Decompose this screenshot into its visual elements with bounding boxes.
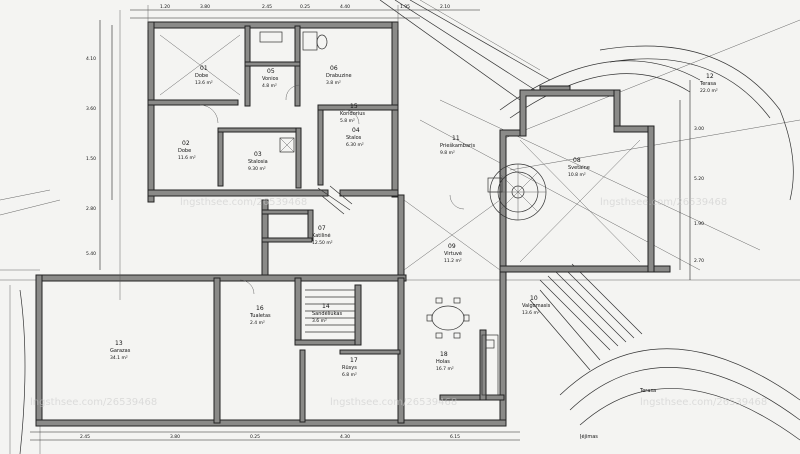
dim-bottom: 4.30 <box>340 434 350 440</box>
room-name: Holas <box>436 359 450 365</box>
room-name: Stalosia <box>248 159 268 165</box>
room-number: 06 <box>330 65 338 72</box>
dim-left: 5.40 <box>86 251 96 257</box>
room-name: Terasa <box>699 81 716 87</box>
room-area: 11.2 m² <box>444 258 462 264</box>
room-number: 03 <box>254 151 262 158</box>
room-number: 02 <box>182 140 190 147</box>
room-name: Vonios <box>262 76 279 82</box>
room-area: 11.6 m² <box>178 155 196 161</box>
room-name: Katilinė <box>312 233 331 239</box>
dim-bottom: 0.25 <box>250 434 260 440</box>
dim-bottom: 2.45 <box>80 434 90 440</box>
room-name: Prieškambaris <box>440 142 475 149</box>
room-number: 16 <box>256 305 264 312</box>
dim-right: 2.70 <box>694 258 704 264</box>
room-area: 6.30 m² <box>346 142 364 148</box>
room-number: 14 <box>322 303 330 310</box>
room-number: 05 <box>267 68 275 75</box>
room-name: Stalos <box>346 135 362 141</box>
terrace-label: Terasa <box>639 388 656 394</box>
dim-left: 3.60 <box>86 106 96 112</box>
exterior-stairs <box>529 263 643 371</box>
dim-left: 4.10 <box>86 56 96 62</box>
room-name: Svetaine <box>568 165 590 171</box>
room-name: Sandėliukas <box>312 311 342 317</box>
room-area: 9.30 m² <box>248 166 266 172</box>
dim-top: 4.40 <box>340 4 350 10</box>
room-number: 08 <box>573 157 581 164</box>
room-area: 13.6 m² <box>195 80 213 86</box>
room-area: 3.6 m² <box>312 318 327 324</box>
dim-top: 1.20 <box>160 4 170 10</box>
watermark: lngsthsee.com/26539468 <box>30 397 157 408</box>
room-area: 9.8 m² <box>440 150 455 156</box>
entrance-label: Įėjimas <box>580 434 598 440</box>
room-area: 12.50 m² <box>312 240 333 246</box>
dim-top: 2.10 <box>440 4 450 10</box>
room-area: 4.8 m² <box>262 83 277 89</box>
dim-top: 3.80 <box>200 4 210 10</box>
room-number: 15 <box>350 103 358 110</box>
room-number: 01 <box>200 65 208 72</box>
room-number: 10 <box>530 295 538 302</box>
room-number: 04 <box>352 127 360 134</box>
room-area: 6.8 m² <box>342 372 357 378</box>
room-area: 2.4 m² <box>250 320 265 326</box>
dim-top: 2.45 <box>262 4 272 10</box>
room-name: Garazas <box>110 348 131 354</box>
room-name: Rūsys <box>342 365 357 371</box>
dim-left: 1.50 <box>86 156 96 162</box>
dim-left: 2.80 <box>86 206 96 212</box>
room-number: 17 <box>350 357 358 364</box>
room-name: Dobe <box>195 73 208 79</box>
room-area: 5.8 m² <box>340 118 355 124</box>
room-number: 09 <box>448 243 456 250</box>
watermarks: lngsthsee.com/26539468 lngsthsee.com/265… <box>30 197 767 408</box>
interior-stairs <box>305 289 355 333</box>
dimension-lines <box>30 5 691 441</box>
room-area: 16.7 m² <box>436 366 454 372</box>
dim-top: 0.25 <box>300 4 310 10</box>
walls <box>35 21 671 427</box>
room-name: Drabuzine <box>326 73 352 79</box>
room-number: 12 <box>706 73 714 80</box>
room-labels: 01 Dobe 13.6 m² 02 Dobe 11.6 m² 03 Stalo… <box>110 65 718 378</box>
watermark: lngsthsee.com/26539468 <box>180 197 307 208</box>
room-name: Tualetas <box>249 313 271 319</box>
room-number: 11 <box>452 135 460 142</box>
watermark: lngsthsee.com/26539468 <box>640 397 767 408</box>
room-area: 34.1 m² <box>110 355 128 361</box>
room-name: Koridorius <box>340 111 365 117</box>
room-number: 13 <box>115 340 123 347</box>
fixtures <box>159 31 641 396</box>
dim-right: 3.00 <box>694 126 704 132</box>
dim-bottom: 6.15 <box>450 434 460 440</box>
room-area: 10.8 m² <box>568 172 586 178</box>
room-number: 18 <box>440 351 448 358</box>
room-name: Valgomasis <box>522 303 551 309</box>
watermark: lngsthsee.com/26539468 <box>330 397 457 408</box>
room-area: 13.6 m² <box>522 310 540 316</box>
room-name: Virtuvė <box>444 251 462 257</box>
dim-right: 1.90 <box>694 221 704 227</box>
dim-right: 5.20 <box>694 176 704 182</box>
room-area: 22.0 m² <box>700 88 718 94</box>
room-area: 3.8 m² <box>326 80 341 86</box>
dim-bottom: 3.80 <box>170 434 180 440</box>
dim-top: 1.95 <box>400 4 410 10</box>
dimension-values: 1.20 3.80 2.45 0.25 4.40 1.95 2.10 4.10 … <box>80 4 704 440</box>
watermark: lngsthsee.com/26539468 <box>600 197 727 208</box>
room-name: Dobe <box>178 148 191 154</box>
room-number: 07 <box>318 225 326 232</box>
